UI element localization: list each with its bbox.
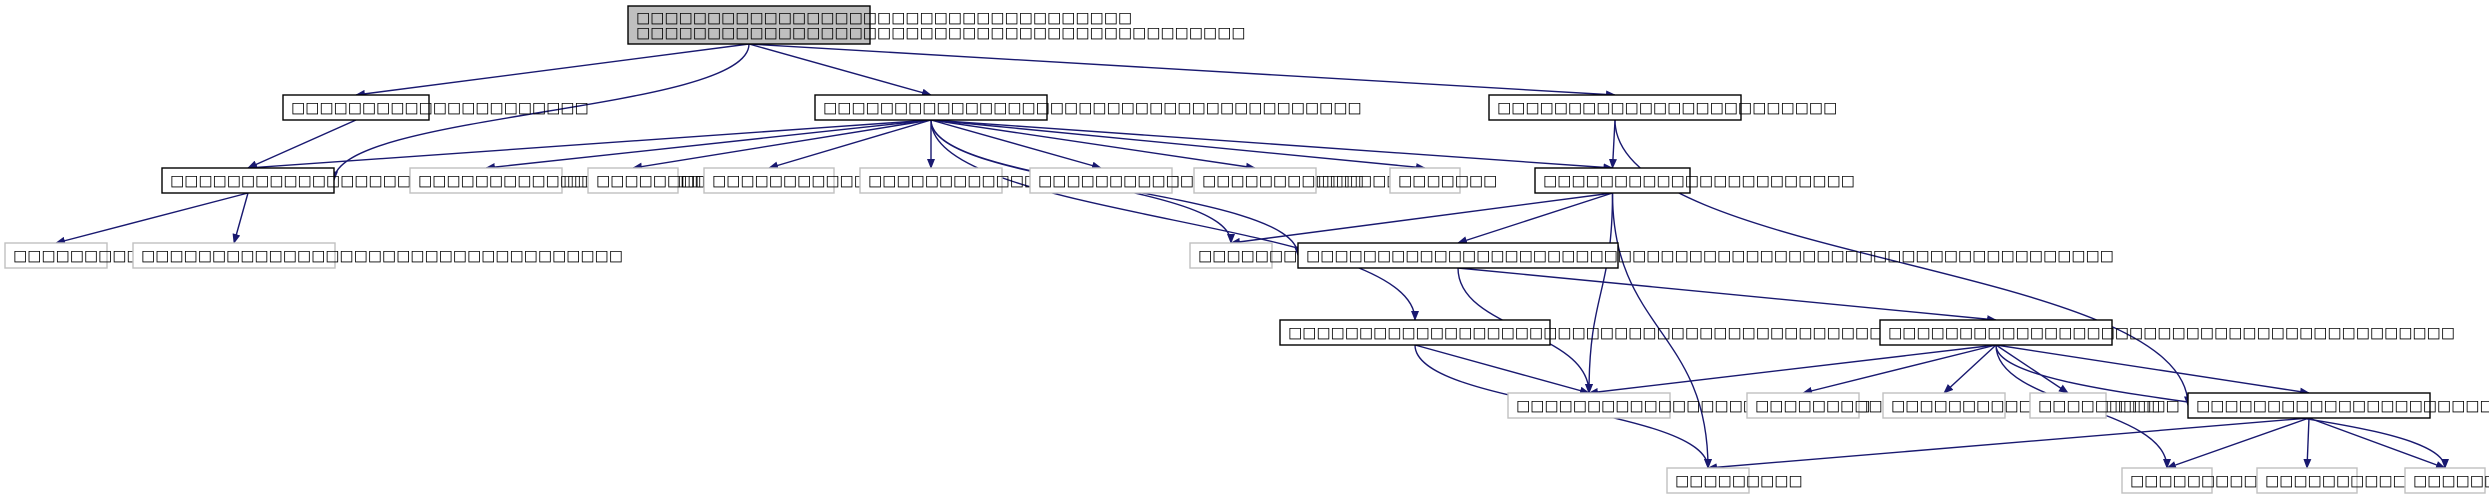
edge-n4-to-n5 bbox=[1608, 119, 1617, 169]
edge-n2-to-n3 bbox=[247, 119, 932, 172]
node-n9[interactable]: □□□□□□□□□□□□□□□□□□□□□□□□□□□□□□□□□□□□□□□□ bbox=[1879, 319, 2455, 346]
node-label: □□□□□□□□□ bbox=[1198, 247, 1326, 265]
node-box bbox=[2121, 467, 2213, 494]
node-box bbox=[1746, 392, 1860, 419]
edge-n8-to-l15 bbox=[1707, 417, 2310, 472]
node-n5[interactable]: □□□□□□□□□□□□□□□□□□□□□□ bbox=[1534, 167, 1855, 194]
node-label: □□□□□□□□□□□□□□□□□□□□□□□□□□□□□□□□□□□□□□□□… bbox=[1306, 247, 2114, 265]
node-l18: □□□□□□□□□□ bbox=[2404, 467, 2489, 494]
node-box bbox=[587, 167, 679, 194]
edge-n3-to-l8 bbox=[55, 192, 249, 245]
node-box bbox=[2187, 392, 2431, 419]
node-box bbox=[282, 94, 430, 121]
edge-n2-to-l7 bbox=[930, 119, 1426, 172]
node-n2[interactable]: □□□□□□□□□□□□□□□□□□□□□□□□□□□□□□□□□□□□□□ bbox=[814, 94, 1362, 121]
node-l7: □□□□□□□ bbox=[1389, 167, 1497, 194]
node-n6[interactable]: □□□□□□□□□□□□□□□□□□□□□□□□□□□□□□□□□□□□□□□□… bbox=[1297, 242, 2114, 269]
node-label: □□□□□□□□□□□□ bbox=[2265, 472, 2435, 490]
edge-root-to-n3 bbox=[330, 43, 750, 182]
edge-n8-to-l18 bbox=[2308, 417, 2446, 469]
edge-n9-to-l13 bbox=[1943, 344, 1997, 394]
node-box bbox=[1389, 167, 1461, 194]
edge-n9-to-l11 bbox=[1588, 344, 1997, 396]
node-box bbox=[1882, 392, 2006, 419]
edge-n2-to-l6 bbox=[930, 119, 1256, 171]
edge-n9-to-n8 bbox=[1995, 344, 2310, 396]
node-box bbox=[2029, 392, 2107, 419]
node-box bbox=[1193, 167, 1317, 194]
node-box bbox=[627, 5, 871, 45]
edge-n8-to-l17 bbox=[2303, 417, 2312, 469]
edge-n2-to-l1 bbox=[485, 119, 932, 172]
nodes-layer: □□□□□□□□□□□□□□□□□□□□□□□□□□□□□□□□□□□□□□□□… bbox=[4, 5, 2489, 494]
node-box bbox=[1488, 94, 1742, 121]
node-label: □□□□□□□□□□□□□□□□□□□□□□□□□□□□□□□□□□□□□□□□ bbox=[1888, 324, 2455, 342]
edge-n2-to-l3 bbox=[768, 119, 932, 170]
node-label: □□□□□□□ bbox=[1398, 172, 1497, 190]
node-label: □□□□□□□□□ bbox=[1675, 472, 1803, 490]
edge-n5-to-l11 bbox=[1585, 192, 1614, 394]
edge-n3-to-l9 bbox=[232, 192, 249, 244]
edge-n5-to-n6 bbox=[1457, 192, 1613, 245]
node-n8[interactable]: □□□□□□□□□□□□□□□□□□□□□□□□□□□□□□□□□□□□□□□□ bbox=[2187, 392, 2489, 419]
node-l17: □□□□□□□□□□□□ bbox=[2256, 467, 2435, 494]
edge-n9-to-l12 bbox=[1802, 344, 1997, 395]
edge-n1-to-n3 bbox=[247, 119, 357, 169]
node-label: □□□□□□□□□□□□□□□□□□□□□□ bbox=[1543, 172, 1855, 190]
node-box bbox=[161, 167, 335, 194]
node-l16: □□□□□□□□□□ bbox=[2121, 467, 2272, 494]
node-label: □□□□□□□□□□□□□□□□□□□□□□□□□□□□□□□□□□□□□□□□ bbox=[2196, 397, 2489, 415]
edge-n8-to-l16 bbox=[2166, 417, 2310, 469]
edge-root-to-n1 bbox=[355, 43, 750, 98]
node-l9: □□□□□□□□□□□□□□□□□□□□□□□□□□□□□□□□□□ bbox=[132, 242, 623, 269]
node-label: □□□□□□□□□□ bbox=[2038, 397, 2180, 415]
node-n4[interactable]: □□□□□□□□□□□□□□□□□□□□□□□□ bbox=[1488, 94, 1837, 121]
node-box bbox=[2256, 467, 2358, 494]
node-box bbox=[1507, 392, 1671, 419]
node-label: □□□□□□□□□□□□□□□□□□□□□□□□□□□□□□□□□□ bbox=[141, 247, 623, 265]
node-label: □□□□□□□□□□□□□□□□□□□□□□□□ bbox=[1497, 99, 1837, 117]
node-n7[interactable]: □□□□□□□□□□□□□□□□□□□□□□□□□□□□□□□□□□□□□□□□… bbox=[1279, 319, 1940, 346]
node-box bbox=[703, 167, 835, 194]
node-box bbox=[2404, 467, 2486, 494]
node-box bbox=[409, 167, 563, 194]
edge-root-to-n4 bbox=[748, 43, 1616, 99]
edge-root-to-n2 bbox=[748, 43, 932, 97]
node-l10: □□□□□□□□□ bbox=[1189, 242, 1326, 269]
node-label: □□□□□□□□□□ bbox=[2130, 472, 2272, 490]
node-l15: □□□□□□□□□ bbox=[1666, 467, 1803, 494]
node-label: □□□□□□□□□□□□□□□□□□□□□□□□□□□□□□□□□□□□□□ bbox=[823, 99, 1362, 117]
node-box bbox=[1279, 319, 1551, 346]
node-label: □□□□□□□□□□ bbox=[2413, 472, 2489, 490]
edge-n5-to-l10 bbox=[1230, 192, 1613, 246]
node-l14: □□□□□□□□□□ bbox=[2029, 392, 2180, 419]
edge-n6-to-n9 bbox=[1457, 267, 1997, 324]
node-box bbox=[1189, 242, 1273, 269]
edge-n9-to-l14 bbox=[1995, 344, 2069, 394]
edge-n7-to-l11 bbox=[1414, 344, 1590, 395]
edge-n2-to-l5 bbox=[930, 119, 1102, 170]
edge-n5-to-l15 bbox=[1611, 192, 1712, 469]
node-n1[interactable]: □□□□□□□□□□□□□□□□□□□□□ bbox=[282, 94, 589, 121]
node-root[interactable]: □□□□□□□□□□□□□□□□□□□□□□□□□□□□□□□□□□□□□□□□… bbox=[627, 5, 1245, 45]
node-box bbox=[4, 242, 108, 269]
node-label: □□□□□□□□□□□□□□□□□□□□□□□□□□□□□□□□□□□ bbox=[636, 9, 1132, 27]
edge-n2-to-n5 bbox=[930, 119, 1614, 172]
node-label: □□□□□□□□□□□□□□□□□□□□□□□□□□□□□□□□□□□□□□□□… bbox=[1288, 324, 1940, 342]
node-box bbox=[132, 242, 336, 269]
edge-n2-to-l2 bbox=[632, 119, 932, 171]
node-box bbox=[814, 94, 1048, 121]
edge-n2-to-n7 bbox=[930, 119, 1419, 321]
node-label: □□□□□□□□□□□□□□□□□□□□□□□□□□□□□□□□□□□□□□□□… bbox=[636, 24, 1245, 42]
node-box bbox=[1029, 167, 1173, 194]
node-box bbox=[1297, 242, 1619, 269]
node-box bbox=[1879, 319, 2113, 346]
node-box bbox=[1534, 167, 1691, 194]
node-box bbox=[1666, 467, 1750, 494]
node-label: □□□□□□□□□□□□□□□□□□□□□ bbox=[291, 99, 589, 117]
node-box bbox=[859, 167, 1003, 194]
